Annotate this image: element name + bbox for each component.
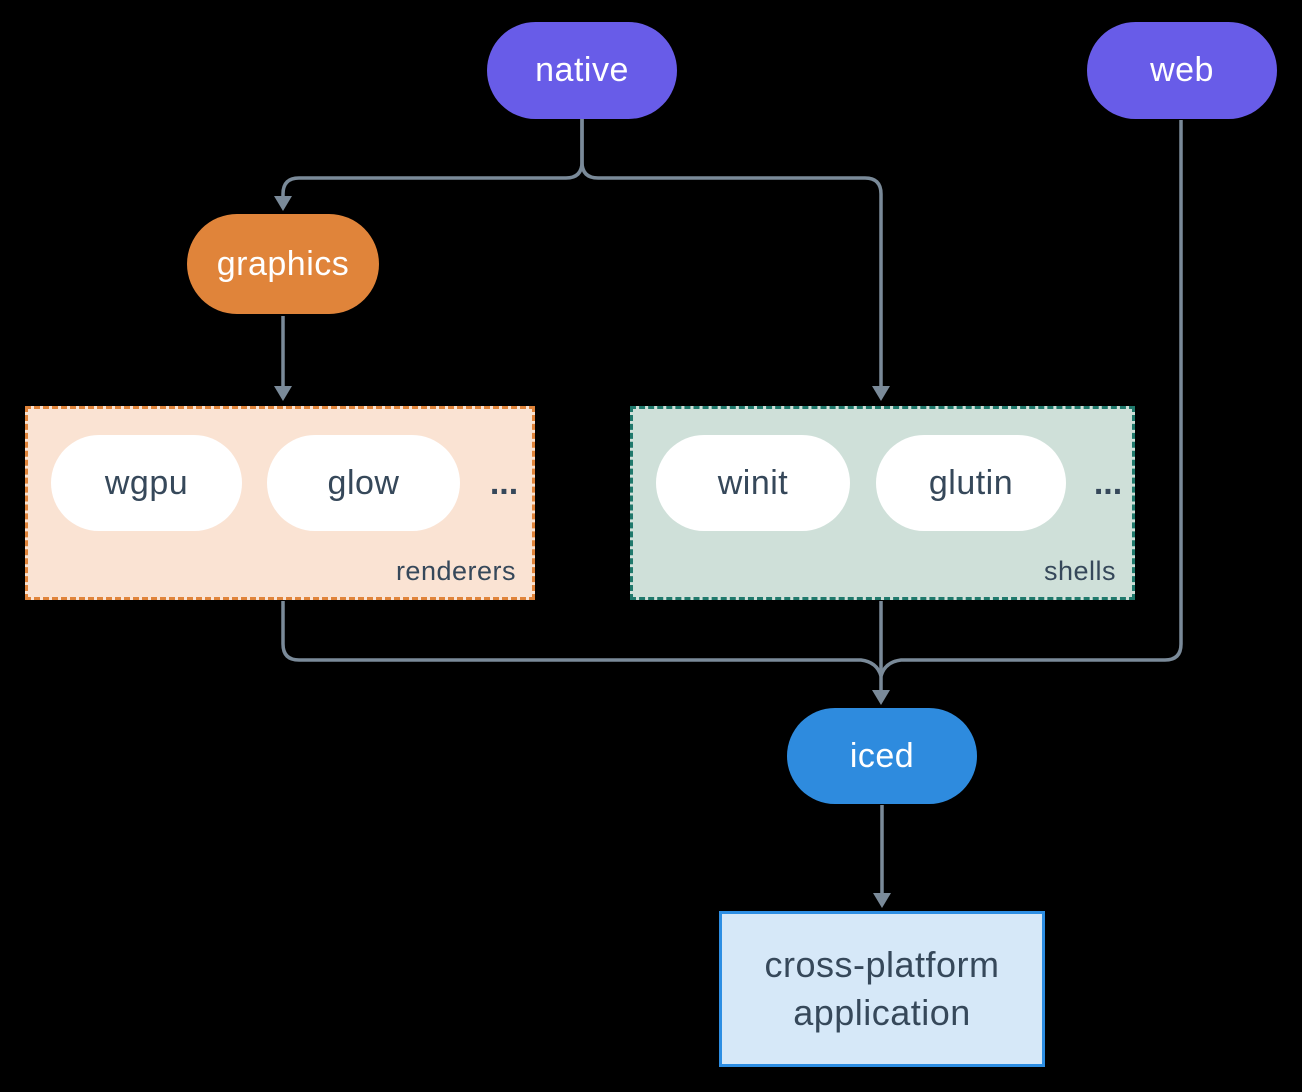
node-cross-platform-application: cross-platform application [719,911,1045,1067]
node-glow: glow [267,435,460,531]
node-iced: iced [787,708,977,804]
node-winit-label: winit [717,463,789,502]
arrowhead-app [873,893,891,908]
node-graphics: graphics [187,214,379,314]
node-iced-label: iced [849,736,915,775]
arrowhead-renderers [274,386,292,401]
node-native-label: native [535,51,629,89]
connector-native-to-graphics [281,118,584,197]
node-glutin-label: glutin [928,463,1014,502]
connector-renderers-to-merge [281,601,883,677]
group-renderers: wgpu glow ... renderers [25,406,535,600]
node-wgpu-label: wgpu [104,463,189,502]
arrowhead-shells [872,386,890,401]
node-web-label: web [1150,51,1214,89]
renderers-group-label: renderers [395,556,516,586]
node-wgpu: wgpu [51,435,242,531]
shells-ellipsis: ... [1093,463,1123,502]
node-graphics-label: graphics [216,244,350,283]
node-app-label: cross-platform application [764,944,1000,1033]
node-native: native [487,22,677,119]
node-web: web [1087,22,1277,119]
node-winit: winit [656,435,850,531]
connector-native-to-shells [580,118,883,386]
group-shells: winit glutin ... shells [630,406,1135,600]
arrowhead-iced [872,690,890,705]
node-glutin: glutin [876,435,1066,531]
renderers-ellipsis: ... [489,463,519,502]
arrowhead-graphics [274,196,292,211]
node-glow-label: glow [327,463,400,502]
shells-group-label: shells [1043,556,1116,586]
connector-web-to-merge [879,120,1183,677]
